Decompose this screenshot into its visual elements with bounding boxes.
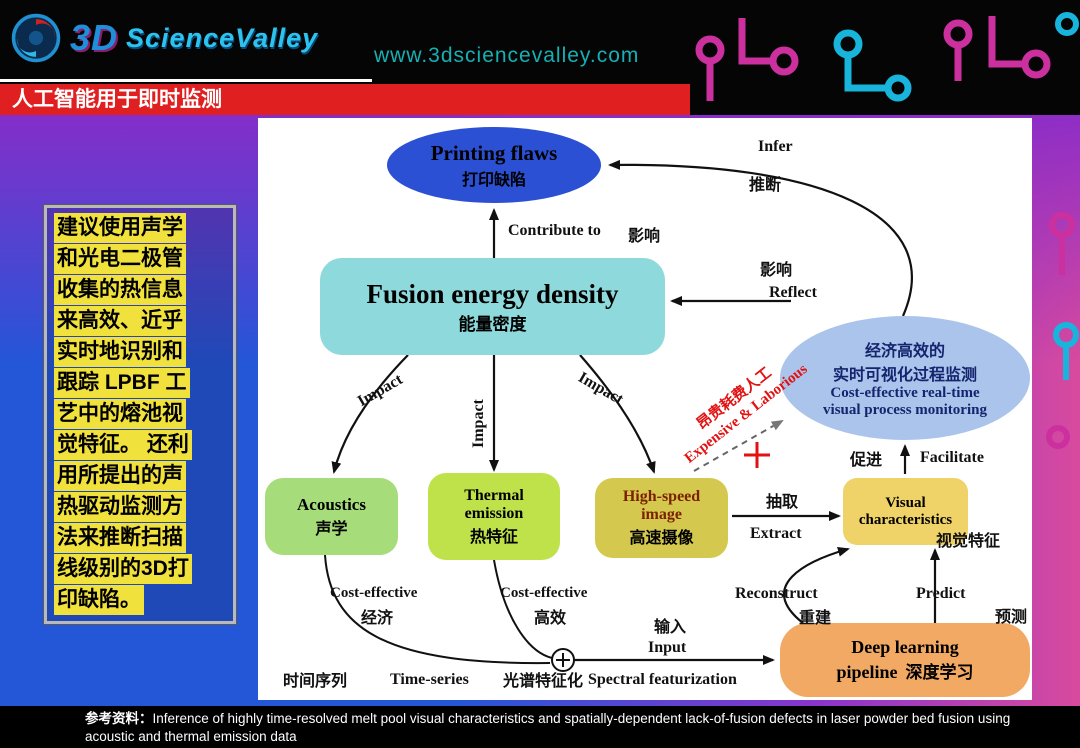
note-line: 实时地识别和 <box>54 337 186 367</box>
label-predict-zh: 预测 <box>995 607 1028 626</box>
thermal-en2: emission <box>464 504 524 522</box>
highspeed-zh: 高速摄像 <box>629 528 694 547</box>
reference-text: 参考资料：Inference of highly time-resolved m… <box>85 710 1052 746</box>
logo-text-name: ScienceValley <box>126 22 319 53</box>
circuit-decoration <box>695 12 1079 102</box>
logo-swirl-icon <box>11 13 61 63</box>
label-spectral-en: Spectral featurization <box>588 671 737 688</box>
note-line: 用所提出的声 <box>54 461 186 491</box>
note-line: 和光电二极管 <box>54 244 186 274</box>
node-thermal-emission: Thermal emission 热特征 <box>428 473 560 560</box>
note-line: 法来推断扫描 <box>54 523 186 553</box>
logo-text-3d: 3D <box>70 17 119 58</box>
note-line: 艺中的熔池视 <box>54 399 186 429</box>
summary-note: 建议使用声学 和光电二极管 收集的热信息 来高效、近乎 实时地识别和 跟踪 LP… <box>43 204 237 625</box>
node-deep-learning-pipeline: Deep learning pipeline 深度学习 <box>780 623 1030 697</box>
node-fusion-energy-density: Fusion energy density 能量密度 <box>320 258 665 355</box>
diagram-panel: Printing flaws 打印缺陷 Fusion energy densit… <box>258 118 1032 700</box>
fusion-zh: 能量密度 <box>458 314 527 335</box>
note-line: 线级别的3D打 <box>54 554 192 584</box>
label-input-en: Input <box>648 639 687 656</box>
node-acoustics: Acoustics 声学 <box>265 478 398 555</box>
label-reconstruct-en: Reconstruct <box>735 585 818 602</box>
node-visual-characteristics: Visual characteristics <box>843 478 968 545</box>
main-area: 建议使用声学 和光电二极管 收集的热信息 来高效、近乎 实时地识别和 跟踪 LP… <box>0 115 1080 706</box>
note-line: 印缺陷。 <box>54 585 144 615</box>
highspeed-en2: image <box>641 506 682 523</box>
deep-learning-en2: pipeline <box>836 662 898 682</box>
thermal-en1: Thermal <box>464 486 524 504</box>
label-predict-en: Predict <box>916 585 966 602</box>
label-extract-zh: 抽取 <box>766 492 799 511</box>
note-line: 收集的热信息 <box>54 275 186 305</box>
visual-zh: 视觉特征 <box>936 531 1001 550</box>
deep-learning-en1: Deep learning <box>851 637 959 657</box>
expensive-en: Expensive & Laborious <box>681 361 811 467</box>
node-printing-flaws: Printing flaws 打印缺陷 <box>387 127 601 203</box>
label-contribute-en: Contribute to <box>508 222 601 239</box>
node-visual-process-monitoring: 经济高效的 实时可视化过程监测 Cost-effective real-time… <box>780 316 1030 440</box>
visual-en2: characteristics <box>858 511 953 528</box>
note-line: 热驱动监测方 <box>54 492 186 522</box>
note-line: 觉特征。 还利 <box>54 430 192 460</box>
printing-flaws-zh: 打印缺陷 <box>461 169 526 189</box>
label-infer-zh: 推断 <box>749 175 782 194</box>
highspeed-en1: High-speed <box>622 488 701 505</box>
label-reflect-zh: 影响 <box>760 260 793 279</box>
deep-learning-zh: 深度学习 <box>905 663 974 683</box>
acoustics-en: Acoustics <box>297 494 366 514</box>
note-line: 跟踪 LPBF 工 <box>54 368 190 398</box>
note-line: 来高效、近乎 <box>54 306 186 336</box>
label-cost-thermal-zh: 高效 <box>534 608 567 627</box>
thermal-zh: 热特征 <box>469 526 518 546</box>
label-cost-acoustics-en: Cost-effective <box>330 585 418 601</box>
label-timeseries-zh: 时间序列 <box>283 671 348 690</box>
node-high-speed-image: High-speed image 高速摄像 <box>595 478 728 558</box>
monitoring-en2: visual process monitoring <box>823 402 987 418</box>
label-contribute-zh: 影响 <box>628 226 661 245</box>
label-impact-right: Impact <box>575 368 627 409</box>
visual-en1: Visual <box>885 494 926 511</box>
label-reconstruct-zh: 重建 <box>799 608 832 627</box>
label-cost-thermal-en: Cost-effective <box>500 585 588 601</box>
reference-citation: Inference of highly time-resolved melt p… <box>85 711 1011 744</box>
label-impact-left: Impact <box>354 370 406 411</box>
fusion-en: Fusion energy density <box>366 278 619 309</box>
label-spectral-zh: 光谱特征化 <box>503 671 584 690</box>
label-infer-en: Infer <box>758 138 793 155</box>
title-banner: 人工智能用于即时监测 <box>0 84 690 115</box>
monitoring-zh2: 实时可视化过程监测 <box>832 365 977 384</box>
monitoring-en1: Cost-effective real-time <box>830 385 980 401</box>
circuit-decoration-right <box>1046 212 1079 449</box>
label-input-zh: 输入 <box>654 617 687 636</box>
label-cost-acoustics-zh: 经济 <box>361 608 394 627</box>
logo-underline <box>0 79 372 82</box>
acoustics-zh: 声学 <box>315 518 348 538</box>
site-url[interactable]: www.3dsciencevalley.com <box>374 44 640 67</box>
monitoring-zh1: 经济高效的 <box>864 341 945 360</box>
printing-flaws-en: Printing flaws <box>430 140 558 165</box>
footer: 参考资料：Inference of highly time-resolved m… <box>0 706 1080 748</box>
label-facilitate-en: Facilitate <box>920 449 984 466</box>
label-timeseries-en: Time-series <box>390 671 469 688</box>
label-reflect-en: Reflect <box>769 284 817 301</box>
page-title: 人工智能用于即时监测 <box>12 88 222 111</box>
label-extract-en: Extract <box>750 525 802 542</box>
note-line: 建议使用声学 <box>54 213 186 243</box>
reference-label: 参考资料： <box>85 711 153 726</box>
label-impact-middle: Impact <box>470 399 487 448</box>
label-facilitate-zh: 促进 <box>850 450 883 469</box>
